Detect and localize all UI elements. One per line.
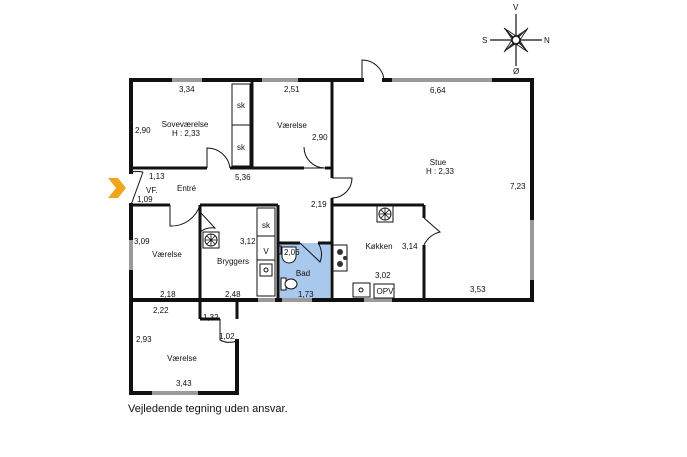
interior-walls — [131, 80, 426, 321]
opv-label: OPV — [377, 287, 395, 296]
dim-label: 1,13 — [149, 172, 165, 181]
dim-label: 2,93 — [136, 335, 152, 344]
dim-label: 2,90 — [312, 133, 328, 142]
room-vaerelse-top: Værelse — [277, 121, 307, 130]
compass-east-label: Ø — [513, 67, 519, 76]
toilet-icon — [280, 277, 298, 291]
opv-box — [373, 283, 395, 299]
dim-label: 3,09 — [134, 237, 150, 246]
compass-north-label: N — [544, 36, 550, 45]
windows — [129, 78, 534, 395]
sink-icon — [259, 263, 273, 277]
dim-label: 1,02 — [219, 332, 235, 341]
dim-label: 2,22 — [153, 306, 169, 315]
dim-label: 2,19 — [311, 200, 327, 209]
dim-label: 3,34 — [179, 85, 195, 94]
room-entre: Entré — [177, 184, 197, 193]
ventilation-fan-icon — [277, 245, 282, 255]
dim-label: 1,32 — [203, 313, 219, 322]
dim-label: 2,48 — [225, 290, 241, 299]
ventilation-fan-icon — [376, 205, 394, 223]
closet-label: sk — [237, 101, 246, 110]
dim-label: 1,09 — [137, 195, 153, 204]
washer-label: V — [263, 247, 269, 256]
dim-label: 2,90 — [135, 126, 151, 135]
compass-south-label: S — [482, 36, 487, 45]
room-vaerelse-left: Værelse — [152, 250, 182, 259]
room-bryggers: Bryggers — [217, 257, 249, 266]
room-stue-height: H : 2,33 — [426, 167, 455, 176]
dim-label: 3,02 — [375, 271, 391, 280]
dim-label: 1,73 — [298, 290, 314, 299]
room-koekken: Køkken — [365, 242, 392, 251]
stove-icon — [332, 244, 348, 272]
washbasin-icon — [281, 246, 297, 264]
room-vf: VF. — [146, 186, 158, 195]
dim-label: 6,64 — [430, 86, 446, 95]
dim-label: 2,06 — [284, 248, 300, 257]
closet-label: sk — [262, 221, 271, 230]
disclaimer-text: Vejledende tegning uden ansvar. — [128, 403, 288, 415]
dim-label: 2,51 — [284, 85, 300, 94]
sink-icon — [352, 282, 371, 298]
dimensions: 3,34 2,51 6,64 2,90 2,90 1,13 1,09 5,36 … — [134, 85, 526, 388]
room-sovevaerelse: Soveværelse — [162, 120, 209, 129]
dim-label: 3,43 — [176, 379, 192, 388]
closet-label: sk — [237, 143, 246, 152]
room-bad: Bad — [296, 269, 310, 278]
dim-label: 7,23 — [510, 182, 526, 191]
doors — [130, 59, 442, 343]
closets — [231, 83, 276, 297]
dim-label: 3,12 — [240, 237, 256, 246]
dim-label: 3,53 — [470, 285, 486, 294]
dim-label: 5,36 — [235, 173, 251, 182]
compass-rose-icon — [490, 14, 542, 66]
ventilation-fan-icon — [202, 231, 220, 249]
room-stue: Stue — [430, 158, 447, 167]
room-vaerelse-bottom: Værelse — [167, 354, 197, 363]
entrance-arrow-icon — [108, 178, 126, 198]
compass-west-label: V — [513, 3, 519, 12]
dim-label: 3,14 — [402, 242, 418, 251]
room-sovevaerelse-height: H : 2,33 — [172, 129, 201, 138]
dim-label: 2,18 — [160, 290, 176, 299]
